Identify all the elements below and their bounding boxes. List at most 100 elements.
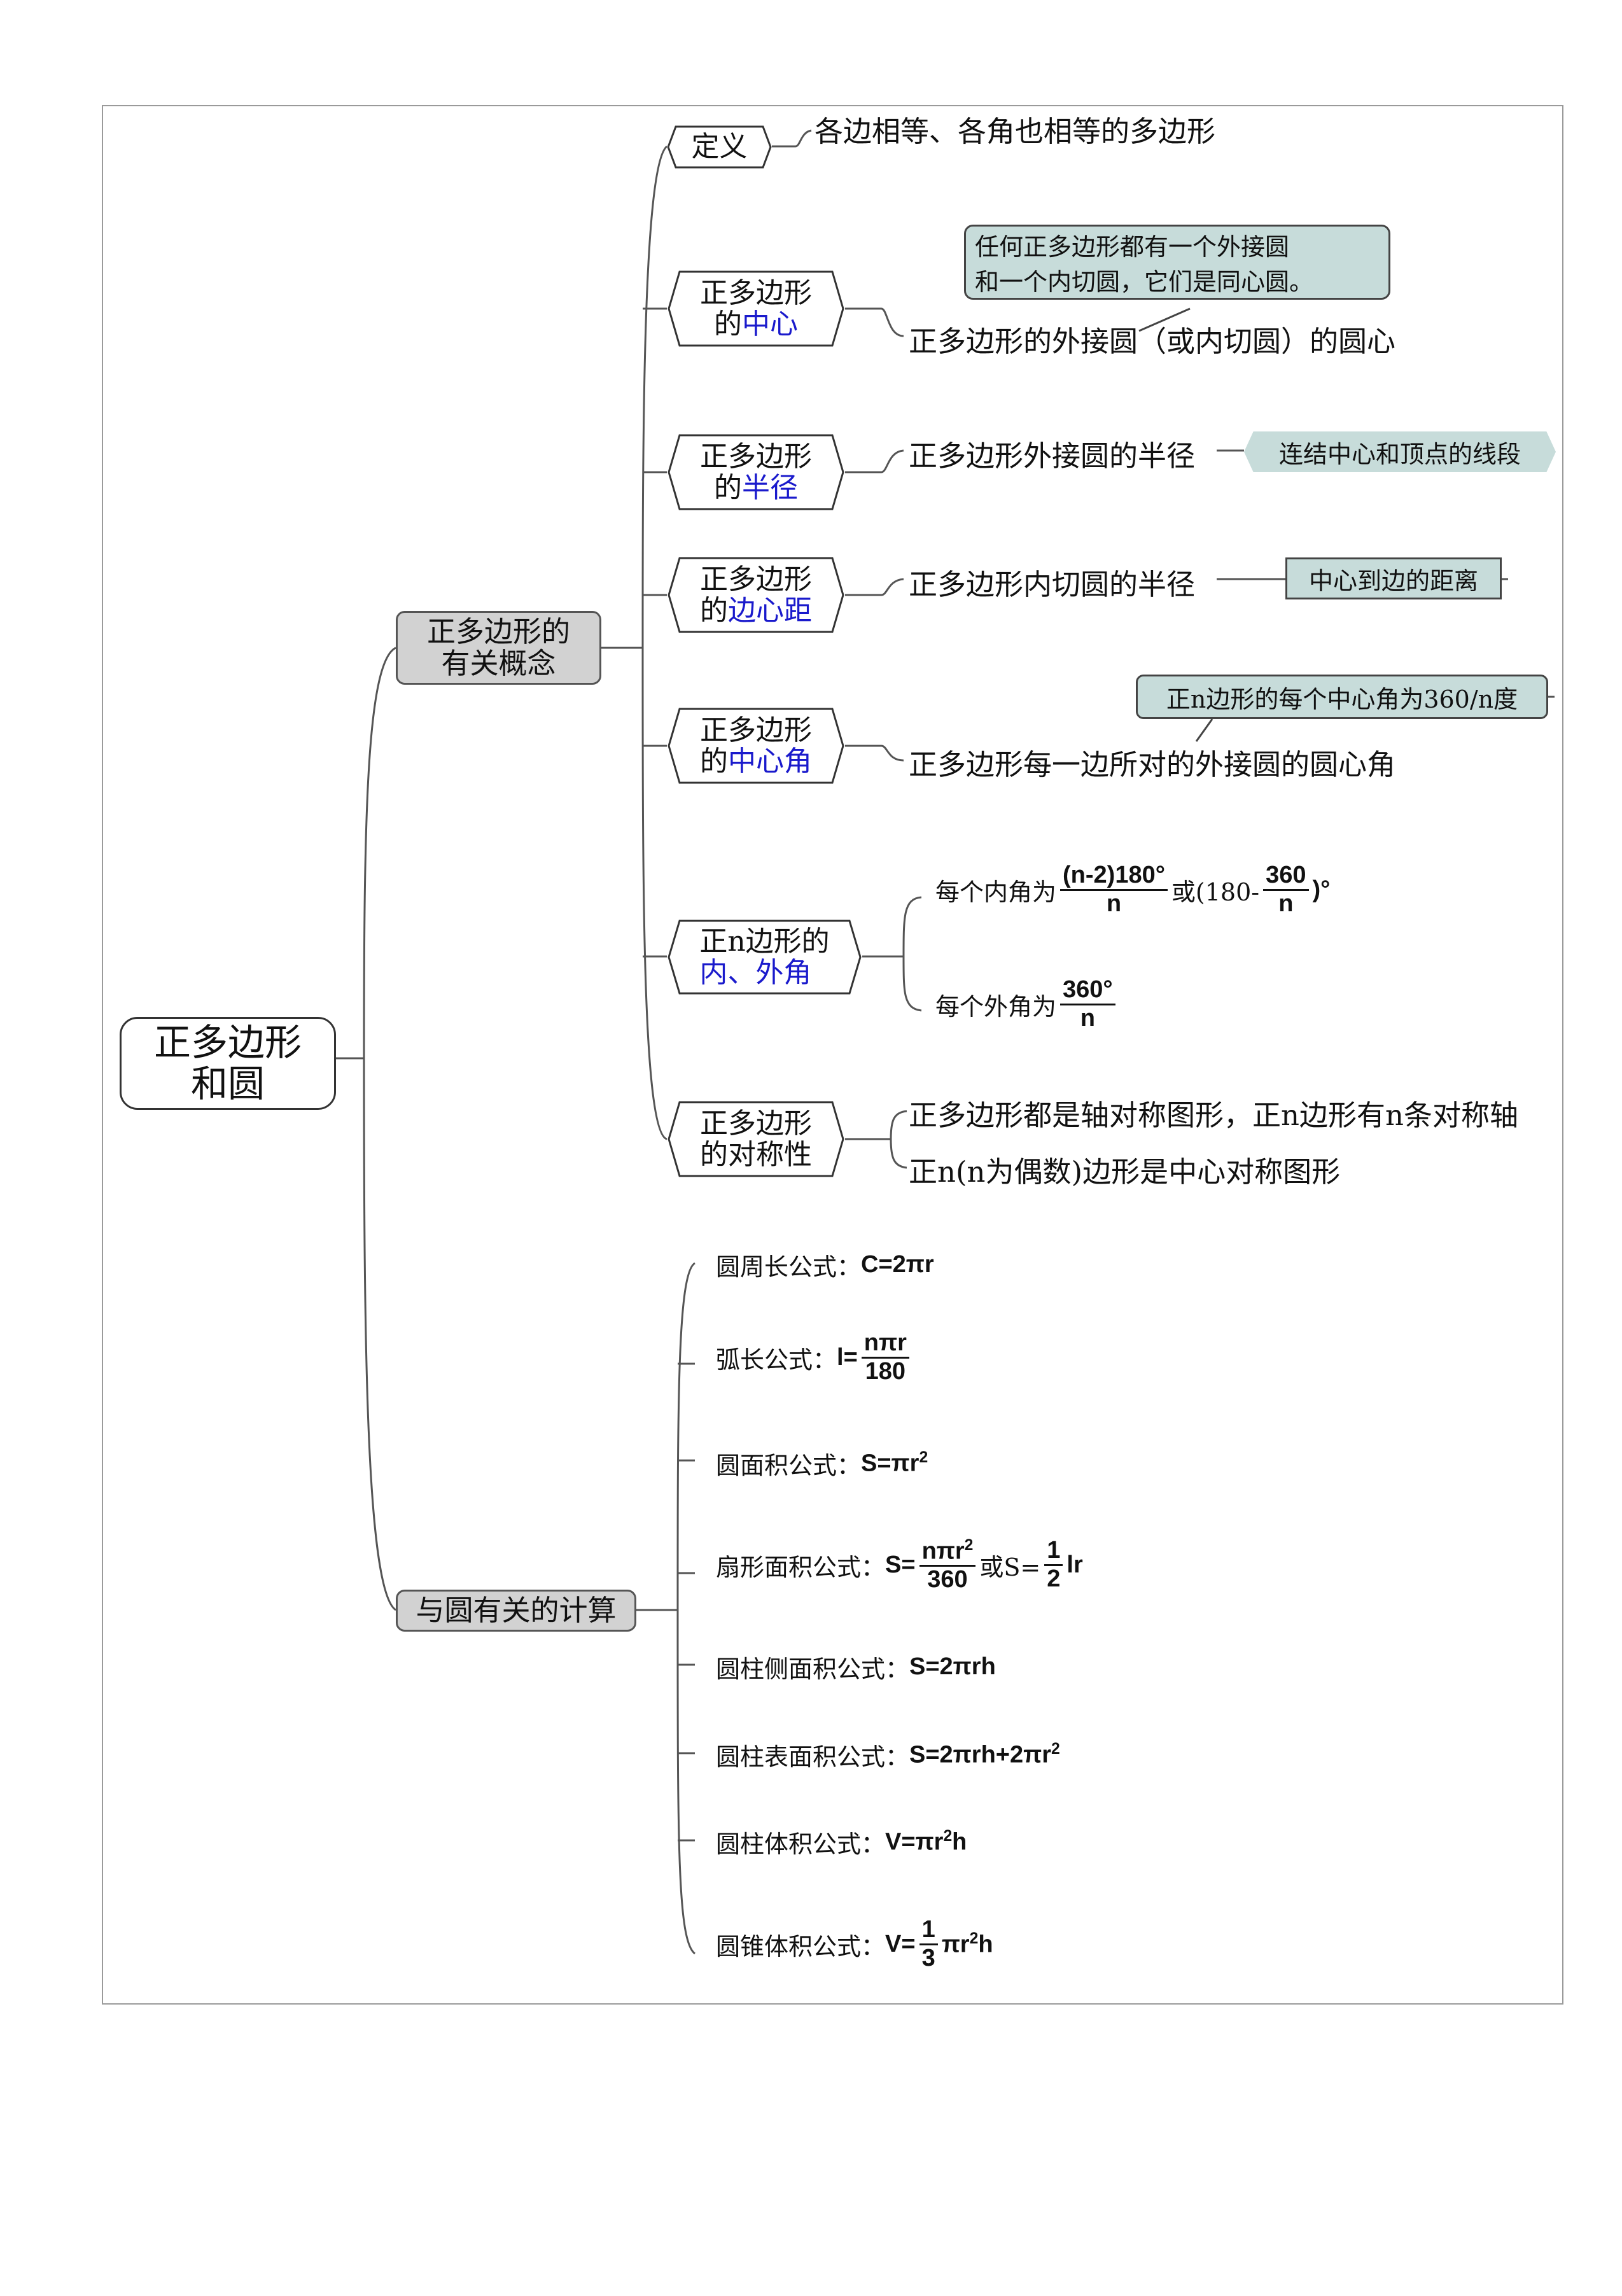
- radius-note-text: 连结中心和顶点的线段: [1278, 440, 1521, 468]
- sector-area-fraction2: 1 2: [1044, 1537, 1063, 1593]
- root-node: 正多边形 和圆: [120, 1017, 336, 1110]
- sector-area-fraction: nπr2 360: [919, 1537, 976, 1593]
- radius-note: 连结中心和顶点的线段: [1244, 431, 1556, 472]
- central-angle-note-text: 正n边形的每个中心角为360/n度: [1166, 685, 1518, 713]
- sector-area-label: 扇形面积公式：: [716, 1553, 886, 1582]
- radius-text: 正多边形外接圆的半径: [909, 439, 1196, 473]
- interior-angle-formula: 每个内角为 (n-2)180° n 或(180- 360 n )°: [935, 862, 1330, 918]
- cylinder-surface-formula: 圆柱表面积公式： S=2πrh+2πr2: [716, 1737, 1060, 1772]
- radius-label-highlight: 半径: [742, 472, 798, 504]
- exterior-angle-formula: 每个外角为 360° n: [935, 976, 1119, 1032]
- hex-shape: [668, 557, 844, 633]
- sector-area-formula: 扇形面积公式： S= nπr2 360 或S= 1 2 lr: [716, 1537, 1083, 1593]
- apothem-label-line1: 正多边形: [700, 563, 812, 596]
- circumference-label: 圆周长公式：: [716, 1253, 862, 1281]
- interior-num2: 360: [1263, 862, 1309, 891]
- apothem-note: 中心到边的距离: [1285, 557, 1502, 599]
- central-angle-label-prefix: 的: [700, 745, 728, 778]
- cone-volume-a: πr: [941, 1931, 970, 1958]
- cone-volume-b: h: [978, 1931, 993, 1958]
- circumference-formula: 圆周长公式： C=2πr: [716, 1247, 934, 1282]
- cylinder-lateral-value: S=2πrh: [909, 1653, 996, 1680]
- sub-apothem: 正多边形 的边心距: [667, 557, 845, 633]
- radius-label-prefix: 的: [714, 472, 742, 504]
- cylinder-surface-label: 圆柱表面积公式：: [716, 1743, 910, 1771]
- sector-area-num-exp: 2: [964, 1537, 974, 1554]
- branch-concepts-line1: 正多边形的: [426, 614, 570, 648]
- arc-length-label: 弧长公式：: [716, 1345, 837, 1374]
- sub-central-angle: 正多边形 的中心角: [667, 708, 845, 784]
- sector-area-suffix: lr: [1066, 1551, 1083, 1579]
- center-callout-line1: 任何正多边形都有一个外接圆: [975, 233, 1290, 261]
- branch-calc-label: 与圆有关的计算: [416, 1593, 617, 1627]
- central-angle-text: 正多边形每一边所对的外接圆的圆心角: [909, 748, 1396, 781]
- cone-volume-formula: 圆锥体积公式： V= 1 3 πr2h: [716, 1916, 993, 1972]
- sector-area-num: nπr: [921, 1537, 965, 1565]
- arc-length-lhs: l=: [837, 1343, 858, 1371]
- central-angle-label-line1: 正多边形: [700, 713, 812, 746]
- sub-radius: 正多边形 的半径: [667, 434, 845, 510]
- apothem-label-highlight: 边心距: [728, 594, 812, 627]
- branch-concepts-line2: 有关概念: [441, 647, 556, 680]
- angles-label-highlight: 内、外角: [699, 956, 812, 989]
- center-callout: 任何正多边形都有一个外接圆 和一个内切圆，它们是同心圆。: [964, 225, 1390, 300]
- root-line1: 正多边形: [153, 1021, 302, 1065]
- hex-shape: [668, 270, 844, 347]
- symmetry-text1: 正多边形都是轴对称图形，正n边形有n条对称轴: [909, 1098, 1518, 1132]
- center-callout-line2: 和一个内切圆，它们是同心圆。: [975, 268, 1314, 296]
- diagram-frame: [102, 105, 1563, 2005]
- arc-length-fraction: nπr 180: [861, 1329, 909, 1385]
- sub-symmetry: 正多边形 的对称性: [667, 1101, 845, 1177]
- interior-mid: 或(180-: [1171, 878, 1260, 906]
- circumference-value: C=2πr: [861, 1251, 934, 1278]
- cylinder-lateral-formula: 圆柱侧面积公式： S=2πrh: [716, 1649, 996, 1684]
- symmetry-label-line2: 的对称性: [700, 1138, 812, 1171]
- hex-shape: [668, 434, 844, 510]
- cylinder-surface-exp: 2: [1051, 1740, 1060, 1758]
- interior-den: n: [1106, 890, 1122, 917]
- hex-shape: [667, 125, 772, 169]
- central-angle-note: 正n边形的每个中心角为360/n度: [1136, 675, 1548, 719]
- interior-suffix: )°: [1312, 876, 1331, 903]
- root-line2: 和圆: [190, 1062, 265, 1105]
- sub-center: 正多边形 的中心: [667, 270, 845, 347]
- cylinder-volume-label: 圆柱体积公式：: [716, 1830, 886, 1858]
- cylinder-volume-exp: 2: [943, 1828, 953, 1845]
- hex-shape: [668, 920, 862, 995]
- exterior-fraction: 360° n: [1060, 976, 1115, 1032]
- cone-volume-exp: 2: [969, 1929, 979, 1947]
- interior-fraction: (n-2)180° n: [1060, 862, 1168, 918]
- cylinder-volume-a: V=πr: [885, 1828, 944, 1856]
- branch-calc: 与圆有关的计算: [396, 1590, 636, 1632]
- cylinder-volume-b: h: [952, 1828, 967, 1856]
- sector-area-den2: 2: [1047, 1565, 1061, 1593]
- cone-volume-den: 3: [921, 1944, 935, 1971]
- arc-length-num: nπr: [861, 1329, 909, 1359]
- sub-definition: 定义: [667, 125, 772, 169]
- exterior-den: n: [1080, 1004, 1095, 1032]
- sector-area-mid: 或S=: [979, 1553, 1041, 1582]
- interior-num: (n-2)180°: [1060, 862, 1168, 891]
- cylinder-surface-value: S=2πrh+2πr: [909, 1741, 1051, 1768]
- cylinder-volume-formula: 圆柱体积公式： V=πr2h: [716, 1824, 967, 1859]
- cone-volume-label: 圆锥体积公式：: [716, 1932, 886, 1961]
- symmetry-label-line1: 正多边形: [700, 1107, 812, 1140]
- sector-area-den: 360: [927, 1566, 968, 1593]
- angles-label-line1: 正n边形的: [699, 925, 830, 958]
- definition-label: 定义: [691, 130, 748, 164]
- radius-label-line1: 正多边形: [700, 440, 812, 473]
- central-angle-label-highlight: 中心角: [728, 745, 812, 778]
- exterior-num: 360°: [1060, 976, 1115, 1005]
- definition-text: 各边相等、各角也相等的多边形: [814, 115, 1216, 148]
- branch-concepts: 正多边形的 有关概念: [396, 611, 601, 685]
- sector-area-lhs: S=: [885, 1551, 916, 1579]
- cone-volume-fraction: 1 3: [919, 1916, 938, 1972]
- hex-shape: [668, 1101, 844, 1177]
- center-label-highlight: 中心: [742, 308, 798, 340]
- cone-volume-lhs: V=: [885, 1930, 916, 1957]
- circle-area-value: S=πr: [861, 1450, 919, 1477]
- center-text: 正多边形的外接圆（或内切圆）的圆心: [909, 325, 1396, 358]
- center-label-line1: 正多边形: [700, 276, 812, 309]
- interior-prefix: 每个内角为: [935, 878, 1057, 906]
